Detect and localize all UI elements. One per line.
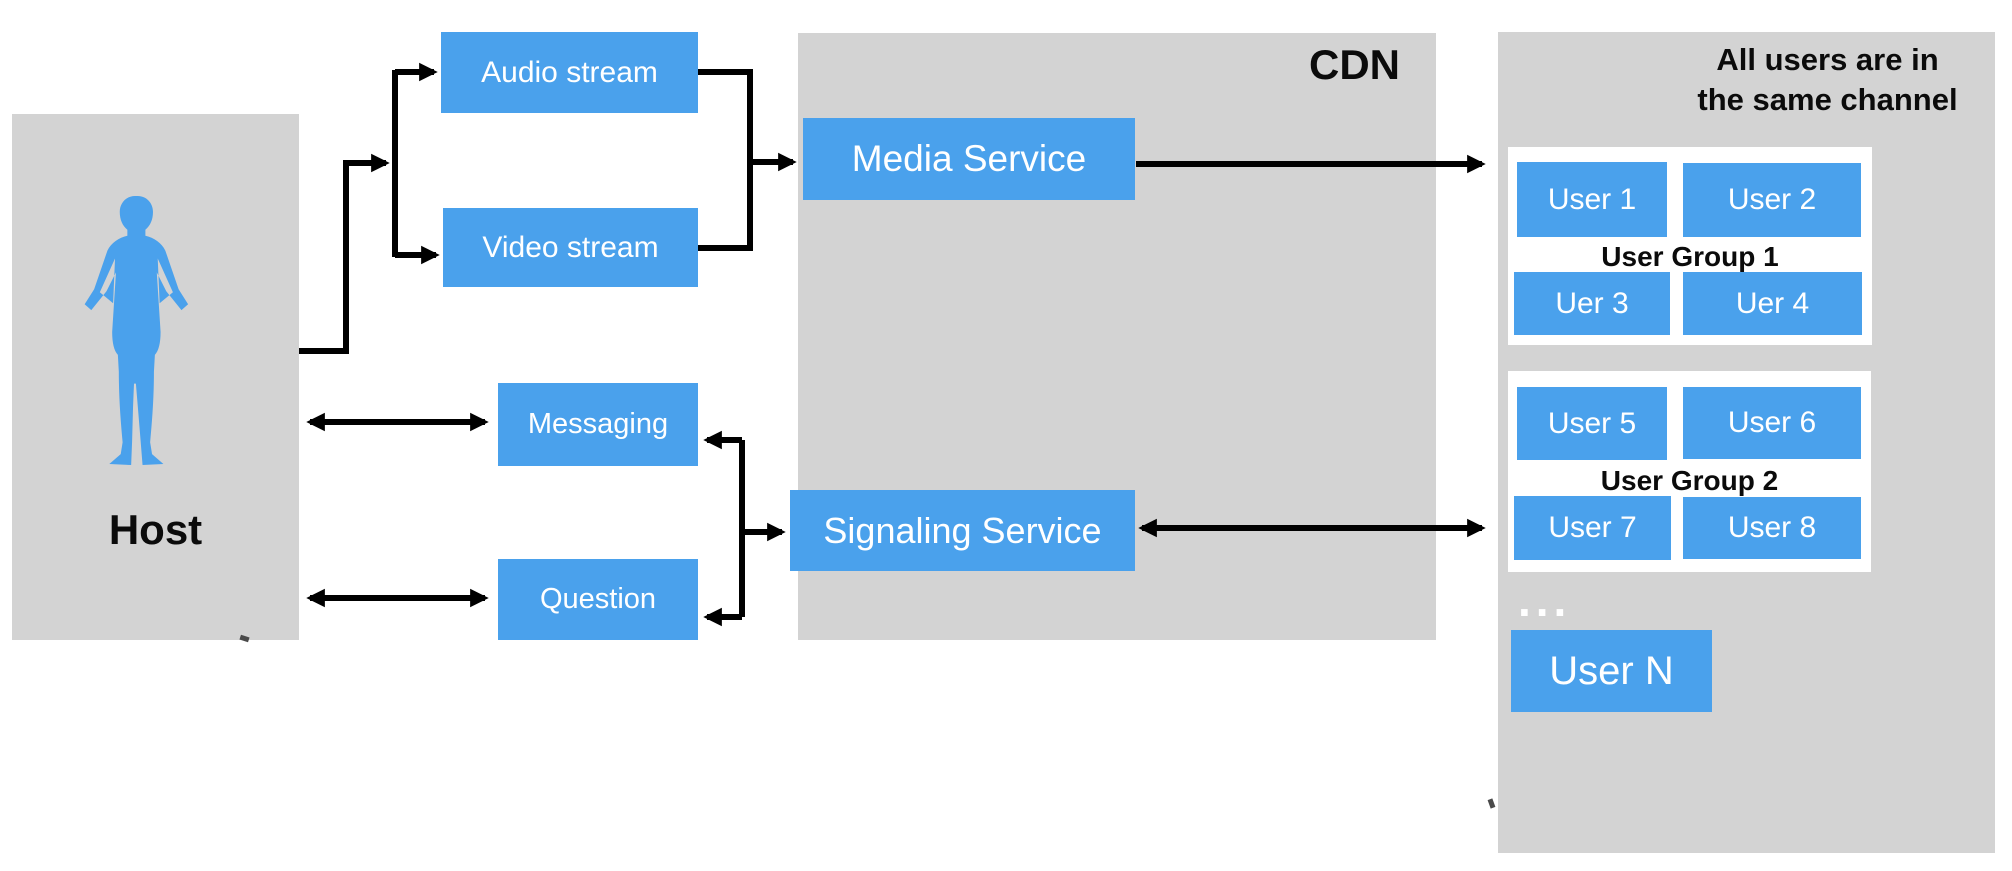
channel-note-line1: All users are in: [1716, 42, 1939, 77]
user-8-box: User 8: [1683, 497, 1861, 559]
host-to-streams-arrow: [299, 153, 390, 354]
user-1-box: User 1: [1517, 162, 1667, 237]
stray-mark: [1487, 798, 1496, 809]
user-3-box: Uer 3: [1514, 272, 1670, 335]
channel-note-line2: the same channel: [1697, 82, 1958, 117]
user-4-box: Uer 4: [1683, 272, 1862, 335]
user-group-1-label: User Group 1: [1601, 241, 1779, 272]
user-2-box: User 2: [1683, 163, 1861, 237]
audio-stream-box: Audio stream: [441, 32, 698, 113]
media-service-box: Media Service: [803, 118, 1135, 200]
host-person-icon: [84, 195, 189, 466]
host-panel: [12, 114, 299, 640]
cdn-label: CDN: [1309, 41, 1400, 88]
streams-bracket-line: [698, 69, 753, 251]
question-box: Question: [498, 559, 698, 640]
user-6-box: User 6: [1683, 387, 1861, 459]
signaling-service-box: Signaling Service: [790, 490, 1135, 571]
messaging-box: Messaging: [498, 383, 698, 466]
user-5-box: User 5: [1517, 387, 1667, 460]
host-label: Host: [108, 506, 203, 553]
user-group-2-label: User Group 2: [1600, 465, 1779, 496]
more-users-ellipsis: ...: [1518, 574, 1572, 626]
user-n-box: User N: [1511, 630, 1712, 712]
user-7-box: User 7: [1514, 496, 1671, 560]
video-stream-box: Video stream: [443, 208, 698, 287]
